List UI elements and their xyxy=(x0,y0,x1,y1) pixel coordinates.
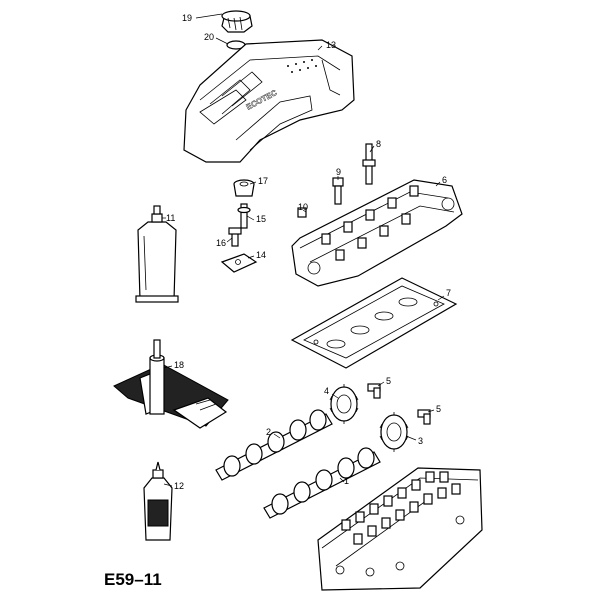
callout-5-lower: 5 xyxy=(436,404,441,414)
sealant-cartridge-kit xyxy=(113,339,229,429)
callout-1: 1 xyxy=(344,476,349,486)
diagram-code-label: E59–11 xyxy=(104,570,162,589)
gear-bolt-upper xyxy=(367,383,381,399)
callout-10: 10 xyxy=(298,202,308,212)
callout-7: 7 xyxy=(446,288,451,298)
callout-12: 12 xyxy=(174,481,184,491)
callout-3: 3 xyxy=(418,436,423,446)
callout-13: 13 xyxy=(326,40,336,50)
callout-9: 9 xyxy=(336,167,341,177)
camshaft-gear-4 xyxy=(329,384,359,424)
mounting-stud xyxy=(237,203,251,229)
callout-11: 11 xyxy=(166,213,175,223)
cylinder-head xyxy=(317,467,483,591)
sealant-tube xyxy=(135,205,179,303)
camshaft-gear-3 xyxy=(379,412,409,452)
callout-labels: 19 20 13 17 15 16 14 11 18 12 8 9 10 6 7… xyxy=(166,13,451,491)
cover-vent-dots xyxy=(287,59,317,73)
callout-19: 19 xyxy=(182,13,192,23)
gear-bolt-lower xyxy=(417,409,431,425)
rubber-grommet xyxy=(233,179,255,197)
leader-lines xyxy=(162,13,445,487)
engine-cover: ECOTEC xyxy=(183,39,355,163)
fluid-bottle xyxy=(143,461,173,541)
camshaft-2 xyxy=(215,409,333,481)
callout-16: 16 xyxy=(216,238,226,248)
housing-bosses xyxy=(321,185,419,261)
callout-17: 17 xyxy=(258,176,268,186)
camshaft-1 xyxy=(263,447,381,519)
cover-bracket xyxy=(220,253,258,273)
cam-housing-gasket xyxy=(290,277,458,369)
callout-14: 14 xyxy=(256,250,266,260)
camshaft-housing xyxy=(291,179,463,287)
stud-bolt-8 xyxy=(362,143,376,185)
mounting-bolt-small xyxy=(228,227,242,247)
callout-8: 8 xyxy=(376,139,381,149)
callout-2: 2 xyxy=(266,427,271,437)
callout-5-upper: 5 xyxy=(386,376,391,386)
callout-18: 18 xyxy=(174,360,184,370)
valve-springs xyxy=(341,471,461,545)
callout-4: 4 xyxy=(324,386,329,396)
flange-bolt-9 xyxy=(332,177,344,205)
small-plug-10 xyxy=(297,207,307,218)
callout-6: 6 xyxy=(442,175,447,185)
callout-15: 15 xyxy=(256,214,266,224)
callout-20: 20 xyxy=(204,32,214,42)
oil-filler-cap xyxy=(221,10,253,33)
